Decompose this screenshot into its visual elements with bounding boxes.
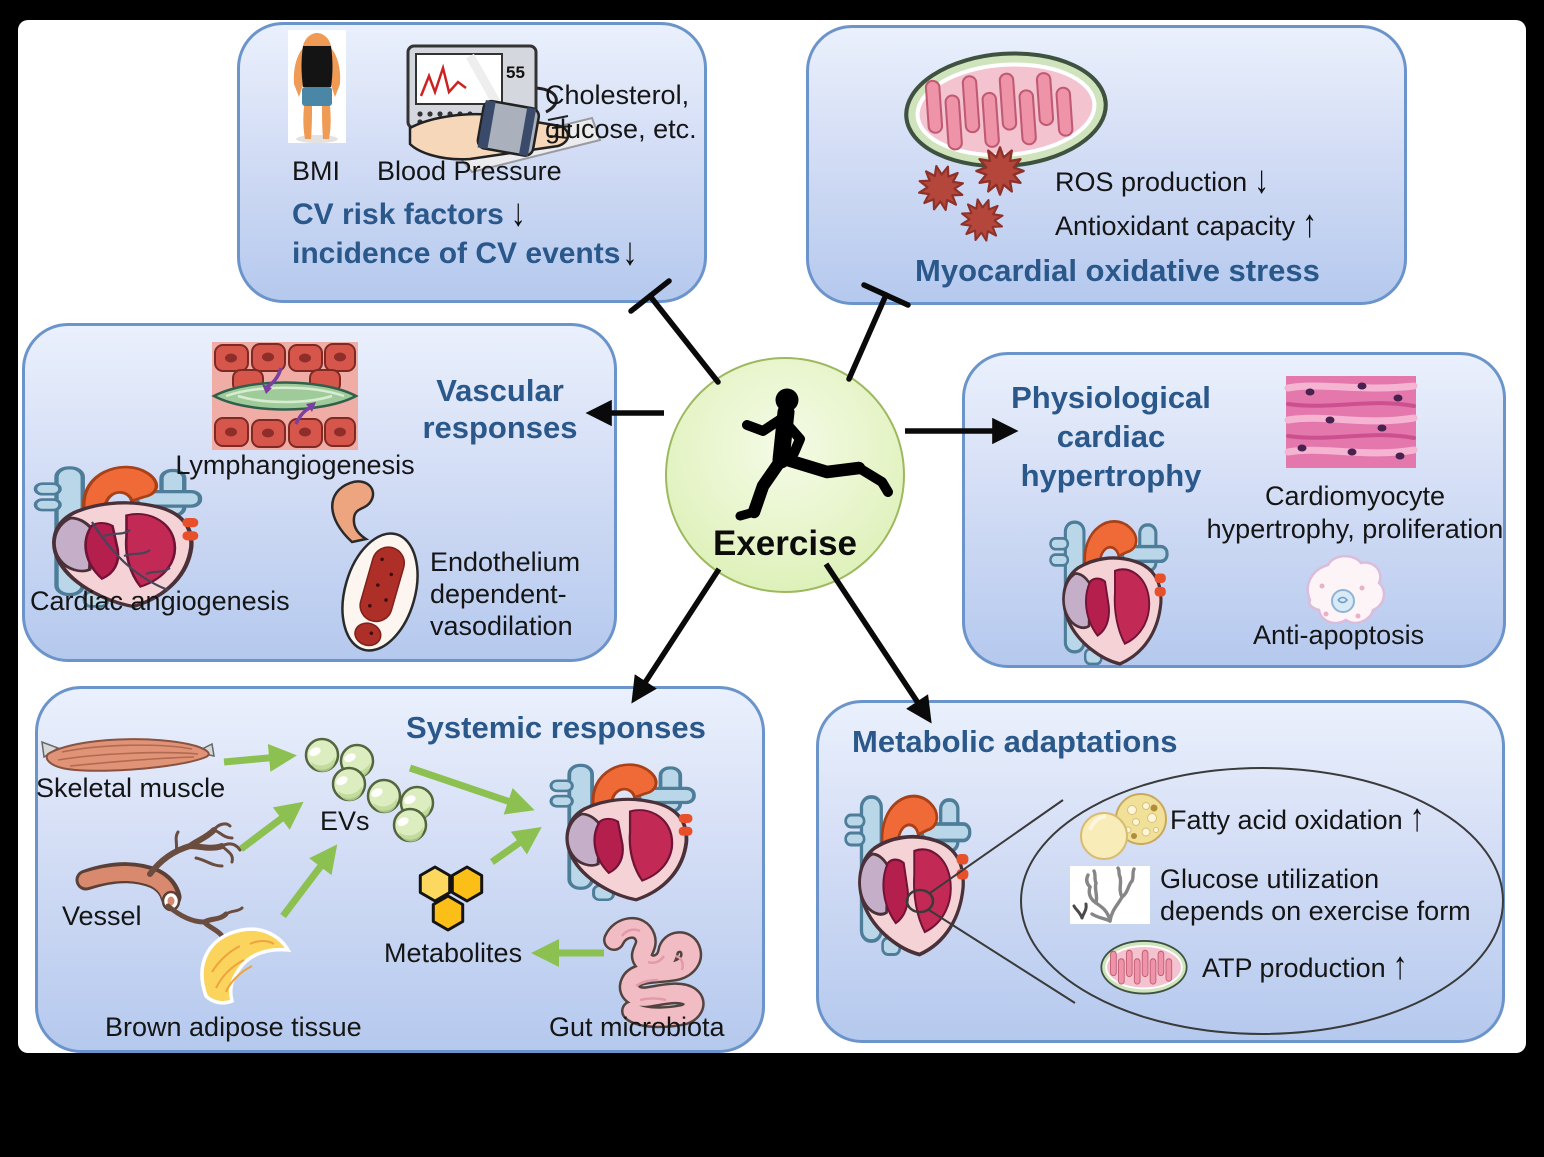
- oxidative-stress-title: Myocardial oxidative stress: [915, 253, 1320, 288]
- mitochondria-icon: [902, 47, 1109, 173]
- connector-inhibit-cv-risk: [628, 278, 721, 385]
- atp-production-line: ATP production↑: [1202, 944, 1408, 988]
- down-arrow-glyph: ↓: [1254, 158, 1270, 202]
- glycogen-icon: [1070, 866, 1150, 924]
- evs-label: EVs: [320, 806, 370, 836]
- cholesterol-note-line2: glucose, etc.: [545, 114, 697, 144]
- cholesterol-note-line1: Cholesterol,: [545, 80, 690, 110]
- mitochondria-small-icon: [1100, 939, 1188, 995]
- vessel-branch-icon: [75, 822, 244, 946]
- metabolic-adaptations-title: Metabolic adaptations: [852, 724, 1178, 759]
- cardiomyocyte-histology-image: [1284, 376, 1418, 468]
- lipid-droplet-icon: [1080, 793, 1167, 860]
- metabolites-label: Metabolites: [384, 938, 523, 968]
- fatty-acid-line: Fatty acid oxidation↑: [1170, 796, 1425, 840]
- skeletal-muscle-label: Skeletal muscle: [36, 773, 226, 803]
- glucose-line1: Glucose utilization: [1160, 864, 1380, 894]
- down-arrow-glyph: ↓: [622, 230, 638, 274]
- systemic-responses-title: Systemic responses: [406, 710, 706, 745]
- heart-icon: [1048, 519, 1169, 666]
- connector-inhibit-oxidative: [846, 282, 911, 382]
- anti-apoptosis-label: Anti-apoptosis: [1253, 620, 1425, 650]
- up-arrow-glyph: ↑: [1392, 944, 1408, 988]
- cardiac-angiogenesis-label: Cardiac angiogenesis: [30, 586, 290, 616]
- vessel-label: Vessel: [62, 901, 142, 931]
- cv-risk-stat-line2: incidence of CV events↓: [292, 230, 638, 274]
- panel-oxidative-stress: [806, 25, 1407, 305]
- up-arrow-glyph: ↑: [1302, 202, 1318, 246]
- glucose-line2: depends on exercise form: [1160, 896, 1471, 926]
- heart-icon: [843, 794, 972, 957]
- heart-icon: [36, 467, 201, 606]
- vessel-cross-section-icon: [331, 480, 419, 652]
- connector-arrow-metabolic: [823, 562, 932, 724]
- gut-microbiota-icon: [603, 917, 705, 1029]
- skeletal-muscle-icon: [41, 738, 215, 772]
- up-arrow-glyph: ↑: [1409, 796, 1425, 840]
- metabolites-hexagons-icon: [418, 865, 484, 932]
- antioxidant-capacity-line: Antioxidant capacity↑: [1055, 202, 1318, 246]
- blood-pressure-monitor-icon: 55: [406, 44, 602, 174]
- magnifier-ellipse: [905, 767, 1504, 1035]
- blood-pressure-caption: Blood Pressure: [377, 156, 562, 186]
- bmi-body-icon: [288, 30, 346, 143]
- bmi-caption: BMI: [292, 156, 341, 186]
- brown-adipose-label: Brown adipose tissue: [105, 1012, 362, 1042]
- connector-arrow-systemic: [631, 567, 722, 704]
- exercise-label: Exercise: [712, 524, 858, 563]
- lymphangiogenesis-image: [211, 342, 359, 450]
- cv-risk-stat-line1: CV risk factors↓: [292, 191, 526, 235]
- runner-icon: [735, 388, 893, 521]
- ros-particle-icon: [911, 158, 971, 218]
- green-arrows-systemic: [223, 743, 604, 967]
- svg-text:55: 55: [506, 63, 525, 82]
- lymphangiogenesis-label: Lymphangiogenesis: [175, 450, 415, 480]
- down-arrow-glyph: ↓: [510, 191, 526, 235]
- ros-production-line: ROS production↓: [1055, 158, 1270, 202]
- coronary-vessels: [91, 521, 171, 592]
- brown-adipose-icon: [200, 927, 292, 1005]
- gut-microbiota-label: Gut microbiota: [549, 1012, 725, 1042]
- ros-particle-icon: [956, 194, 1008, 246]
- apoptotic-cell-icon: [1306, 554, 1386, 625]
- heart-icon: [549, 762, 696, 902]
